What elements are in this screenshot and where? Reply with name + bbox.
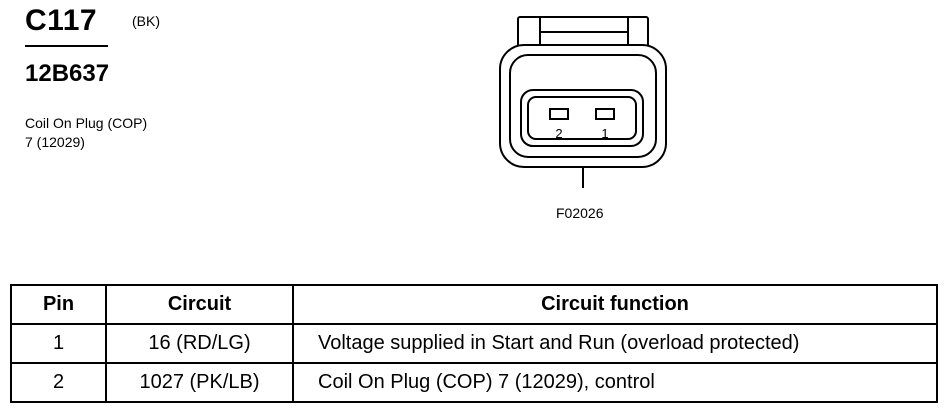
header-pin: Pin bbox=[10, 284, 107, 325]
connector-id-underline bbox=[25, 45, 108, 47]
description-line-1: Coil On Plug (COP) bbox=[25, 115, 148, 131]
description-line-2: 7 (12029) bbox=[25, 134, 85, 150]
connector-face-diagram: 2 1 bbox=[499, 16, 667, 188]
connector-id: C117 bbox=[25, 4, 98, 37]
cell-circuit-function: Voltage supplied in Start and Run (overl… bbox=[292, 323, 938, 364]
table-row: 2 1027 (PK/LB) Coil On Plug (COP) 7 (120… bbox=[10, 362, 938, 403]
header-circuit: Circuit bbox=[105, 284, 294, 325]
cell-circuit: 1027 (PK/LB) bbox=[105, 362, 294, 403]
pin-label-1: 1 bbox=[601, 126, 608, 141]
cell-circuit-function: Coil On Plug (COP) 7 (12029), control bbox=[292, 362, 938, 403]
pin-1-terminal bbox=[595, 108, 615, 120]
cell-pin: 1 bbox=[10, 323, 107, 364]
pin-label-2: 2 bbox=[555, 126, 562, 141]
cell-circuit: 16 (RD/LG) bbox=[105, 323, 294, 364]
table-row: 1 16 (RD/LG) Voltage supplied in Start a… bbox=[10, 323, 938, 364]
connector-cavity bbox=[520, 89, 644, 147]
connector-color-code: (BK) bbox=[132, 13, 160, 29]
pin-terminals bbox=[549, 108, 615, 120]
pinout-table: Pin Circuit Circuit function 1 16 (RD/LG… bbox=[10, 284, 938, 403]
connector-description: Coil On Plug (COP) 7 (12029) bbox=[25, 114, 147, 152]
pin-2-terminal bbox=[549, 108, 569, 120]
header-circuit-function: Circuit function bbox=[292, 284, 938, 325]
figure-number: F02026 bbox=[556, 205, 604, 221]
part-number: 12B637 bbox=[25, 60, 110, 87]
cell-pin: 2 bbox=[10, 362, 107, 403]
connector-housing bbox=[499, 44, 667, 168]
table-header-row: Pin Circuit Circuit function bbox=[10, 284, 938, 325]
